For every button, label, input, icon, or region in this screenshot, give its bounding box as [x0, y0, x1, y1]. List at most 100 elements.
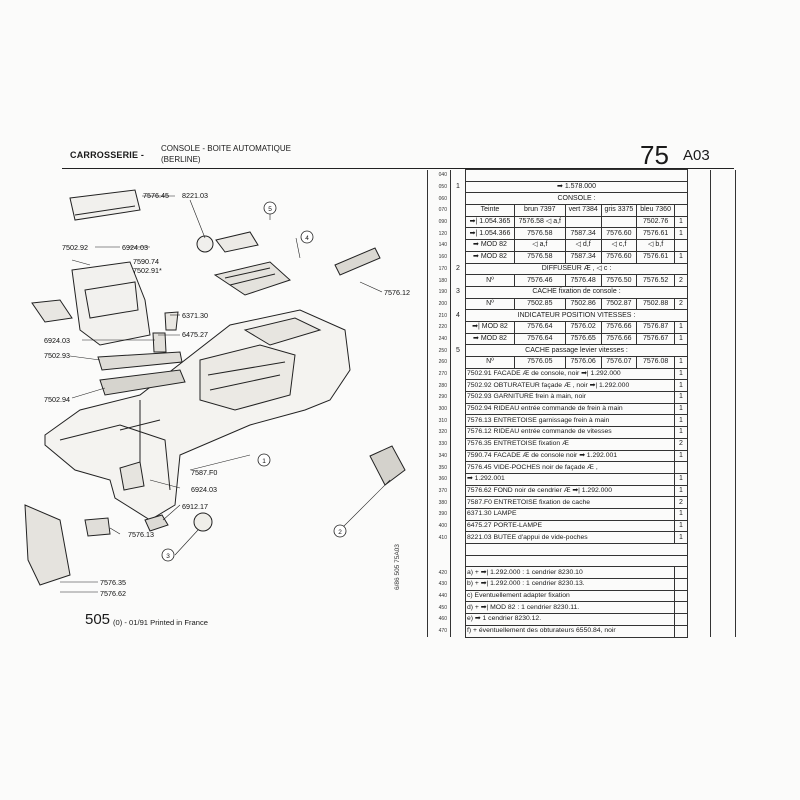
part-description: 7576.35 ENTRETOISE fixation Æ — [465, 437, 675, 451]
item-number — [450, 333, 466, 345]
part-description: 7576.13 ENTRETOISE garnissage frein à ma… — [465, 414, 675, 428]
spare-column — [687, 566, 711, 579]
spare-column — [710, 496, 736, 509]
spare-column — [687, 274, 711, 287]
item-number — [450, 298, 466, 310]
spare-column — [687, 625, 711, 637]
cell: 7502.85 — [513, 297, 566, 311]
spare-column — [687, 192, 711, 205]
line-number: 250 — [427, 344, 451, 357]
part-label: 7576.35 — [100, 578, 126, 587]
cell: 7576.58 ◁ a,f — [513, 215, 566, 229]
spare-column — [710, 625, 736, 637]
spare-column — [710, 531, 736, 544]
spare-column — [710, 379, 736, 392]
quantity: 1 — [674, 250, 688, 264]
line-number: 360 — [427, 473, 451, 486]
row-heading: ➡ 1.578.000 — [465, 180, 688, 194]
side-panel-drawing — [24, 504, 71, 586]
callout-marker-3 — [161, 548, 175, 562]
spare-column — [710, 204, 736, 217]
cell: ◁ c,f — [600, 239, 638, 252]
row-heading: CACHE fixation de console : — [465, 285, 688, 299]
line-number: 380 — [427, 496, 451, 509]
item-number — [450, 450, 466, 462]
quantity: 1 — [674, 215, 688, 229]
item-number — [450, 379, 466, 392]
cell: ➡ MOD 82 — [465, 239, 515, 252]
spare-column — [710, 356, 736, 369]
line-number: 070 — [427, 204, 451, 217]
spare-column — [687, 286, 711, 299]
spare-column — [710, 286, 736, 299]
spare-column — [687, 426, 711, 439]
parts-row: 040 — [427, 169, 736, 182]
spare-column — [710, 368, 736, 380]
quantity: 1 — [674, 391, 688, 404]
part-label: 6475.27 — [182, 330, 208, 339]
cell: 7576.48 — [564, 274, 602, 287]
item-number — [450, 543, 466, 556]
part-description: c) Eventuellement adapter fixation — [465, 589, 675, 603]
gear-indicator-drawing — [213, 261, 291, 296]
parts-row — [427, 554, 736, 568]
spare-column — [687, 508, 711, 521]
line-number: 180 — [427, 274, 451, 287]
part-label: 8221.03 — [182, 191, 208, 200]
spare-column — [687, 496, 711, 509]
line-number: 440 — [427, 590, 451, 602]
spare-column — [710, 543, 736, 556]
cell: 7576.58 — [513, 227, 566, 241]
part-description: 7502.94 RIDEAU entrée commande de frein … — [465, 402, 675, 416]
cell: 7576.60 — [600, 250, 638, 264]
spare-column — [687, 391, 711, 404]
spare-column — [710, 333, 736, 345]
section-title: CARROSSERIE - — [70, 150, 145, 160]
callout-marker-2 — [333, 524, 347, 538]
row-heading: CONSOLE : — [465, 192, 688, 206]
quantity — [674, 589, 688, 603]
cell: ➡| MOD 82 — [465, 320, 515, 334]
item-number — [450, 227, 466, 240]
spare-column — [710, 321, 736, 334]
item-number — [450, 192, 466, 205]
header-rule — [62, 168, 734, 169]
quantity — [674, 461, 688, 474]
cell: Nº — [465, 297, 515, 311]
spare-column — [687, 181, 711, 193]
part-label: 6924.03 — [122, 243, 148, 252]
part-label: 6924.03 — [191, 485, 217, 494]
fixing-drawing — [144, 514, 169, 532]
line-number: 210 — [427, 309, 451, 322]
cell: ➡| 1.054.366 — [465, 227, 515, 241]
item-number: 3 — [450, 286, 466, 299]
lamp-drawing — [164, 311, 179, 331]
item-number — [450, 485, 466, 497]
item-number — [450, 578, 466, 591]
quantity: 1 — [674, 426, 688, 439]
callout-number-1: 1 — [262, 458, 266, 465]
cell: 7502.76 — [636, 215, 675, 229]
line-number: 040 — [427, 169, 451, 182]
cell: 7576.05 — [513, 356, 566, 369]
spare-column — [687, 356, 711, 369]
part-description: 7576.62 FOND noir de cendrier Æ ➡| 1.292… — [465, 484, 675, 498]
cell: ◁ a,f — [513, 239, 566, 252]
cell: 7576.60 — [600, 227, 638, 241]
shutter-drawing — [97, 351, 183, 371]
spare-column — [710, 461, 736, 474]
spare-column — [710, 391, 736, 404]
cell: 7576.64 — [513, 320, 566, 334]
cell: ◁ d,f — [564, 239, 602, 252]
exploded-diagram: 5 4 1 2 3 7576.45 8221.03 7502.92 6924.0… — [24, 189, 410, 598]
spare-column — [710, 426, 736, 439]
spare-column — [710, 438, 736, 450]
cell: 7576.52 — [636, 274, 675, 287]
quantity — [674, 613, 688, 626]
